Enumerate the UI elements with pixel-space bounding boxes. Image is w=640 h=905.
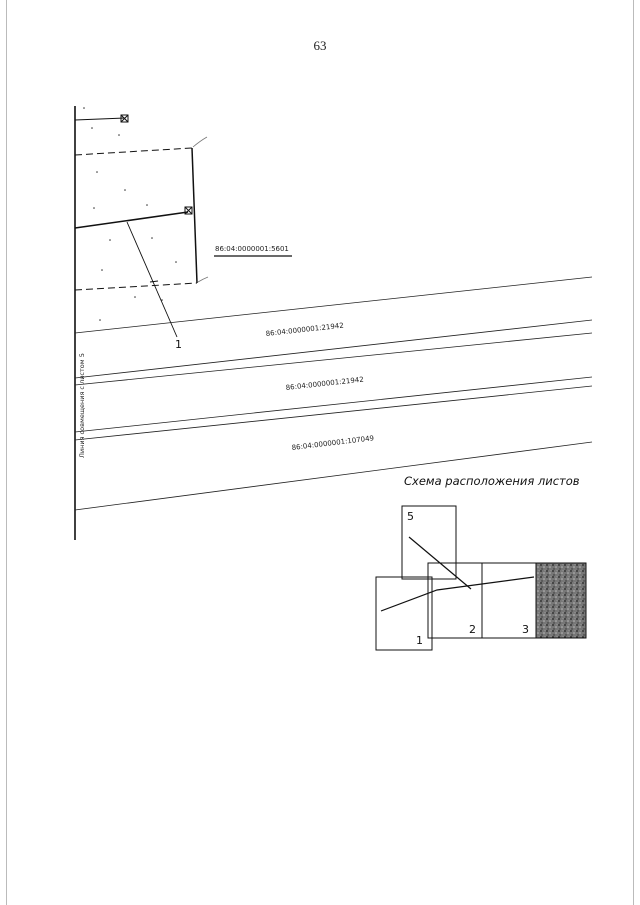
sheet-layout-schema: 5 1 2 3: [375, 505, 587, 651]
sheet-label-5: 5: [407, 510, 414, 523]
schema-branch-line: [408, 536, 472, 590]
parcel-label-21942-b: 86:04:0000001:21942: [285, 376, 364, 392]
parcel-dots: [83, 107, 177, 321]
sheet-label-1: 1: [416, 634, 423, 647]
sheet-current-highlight: [535, 562, 587, 639]
match-line-label: Линия совмещения с листом 5: [78, 353, 86, 458]
parcel-label-107049: 86:04:0000001:107049: [291, 434, 374, 452]
sheet-3-frame: [481, 562, 537, 639]
strip-lines: [74, 276, 593, 511]
survey-point-marker-top: [120, 114, 129, 123]
corner-arc-bottom: [197, 276, 209, 283]
corner-arc-top: [192, 136, 208, 148]
schema-title: Схема расположения листов: [404, 474, 580, 488]
top-boundary-segment: [74, 117, 126, 121]
page-right-edge: [633, 0, 634, 905]
sheet-label-2: 2: [469, 623, 476, 636]
sheet-1-frame: [375, 576, 433, 651]
survey-point-marker-right: [184, 206, 193, 215]
leader-tick: [149, 280, 159, 283]
parcel-5601-boundary: [74, 147, 198, 291]
leader-label: 1: [175, 338, 182, 351]
schema-route-line: [380, 576, 535, 612]
sheet-5-frame: [401, 505, 457, 580]
page-left-edge: [6, 0, 7, 905]
parcel-label-5601: 86:04:0000001:5601: [215, 245, 289, 253]
parcel-label-21942-a: 86:04:0000001:21942: [265, 322, 344, 338]
sheet-label-3: 3: [522, 623, 529, 636]
page-number: 63: [313, 38, 327, 53]
leader-line: [126, 221, 178, 338]
